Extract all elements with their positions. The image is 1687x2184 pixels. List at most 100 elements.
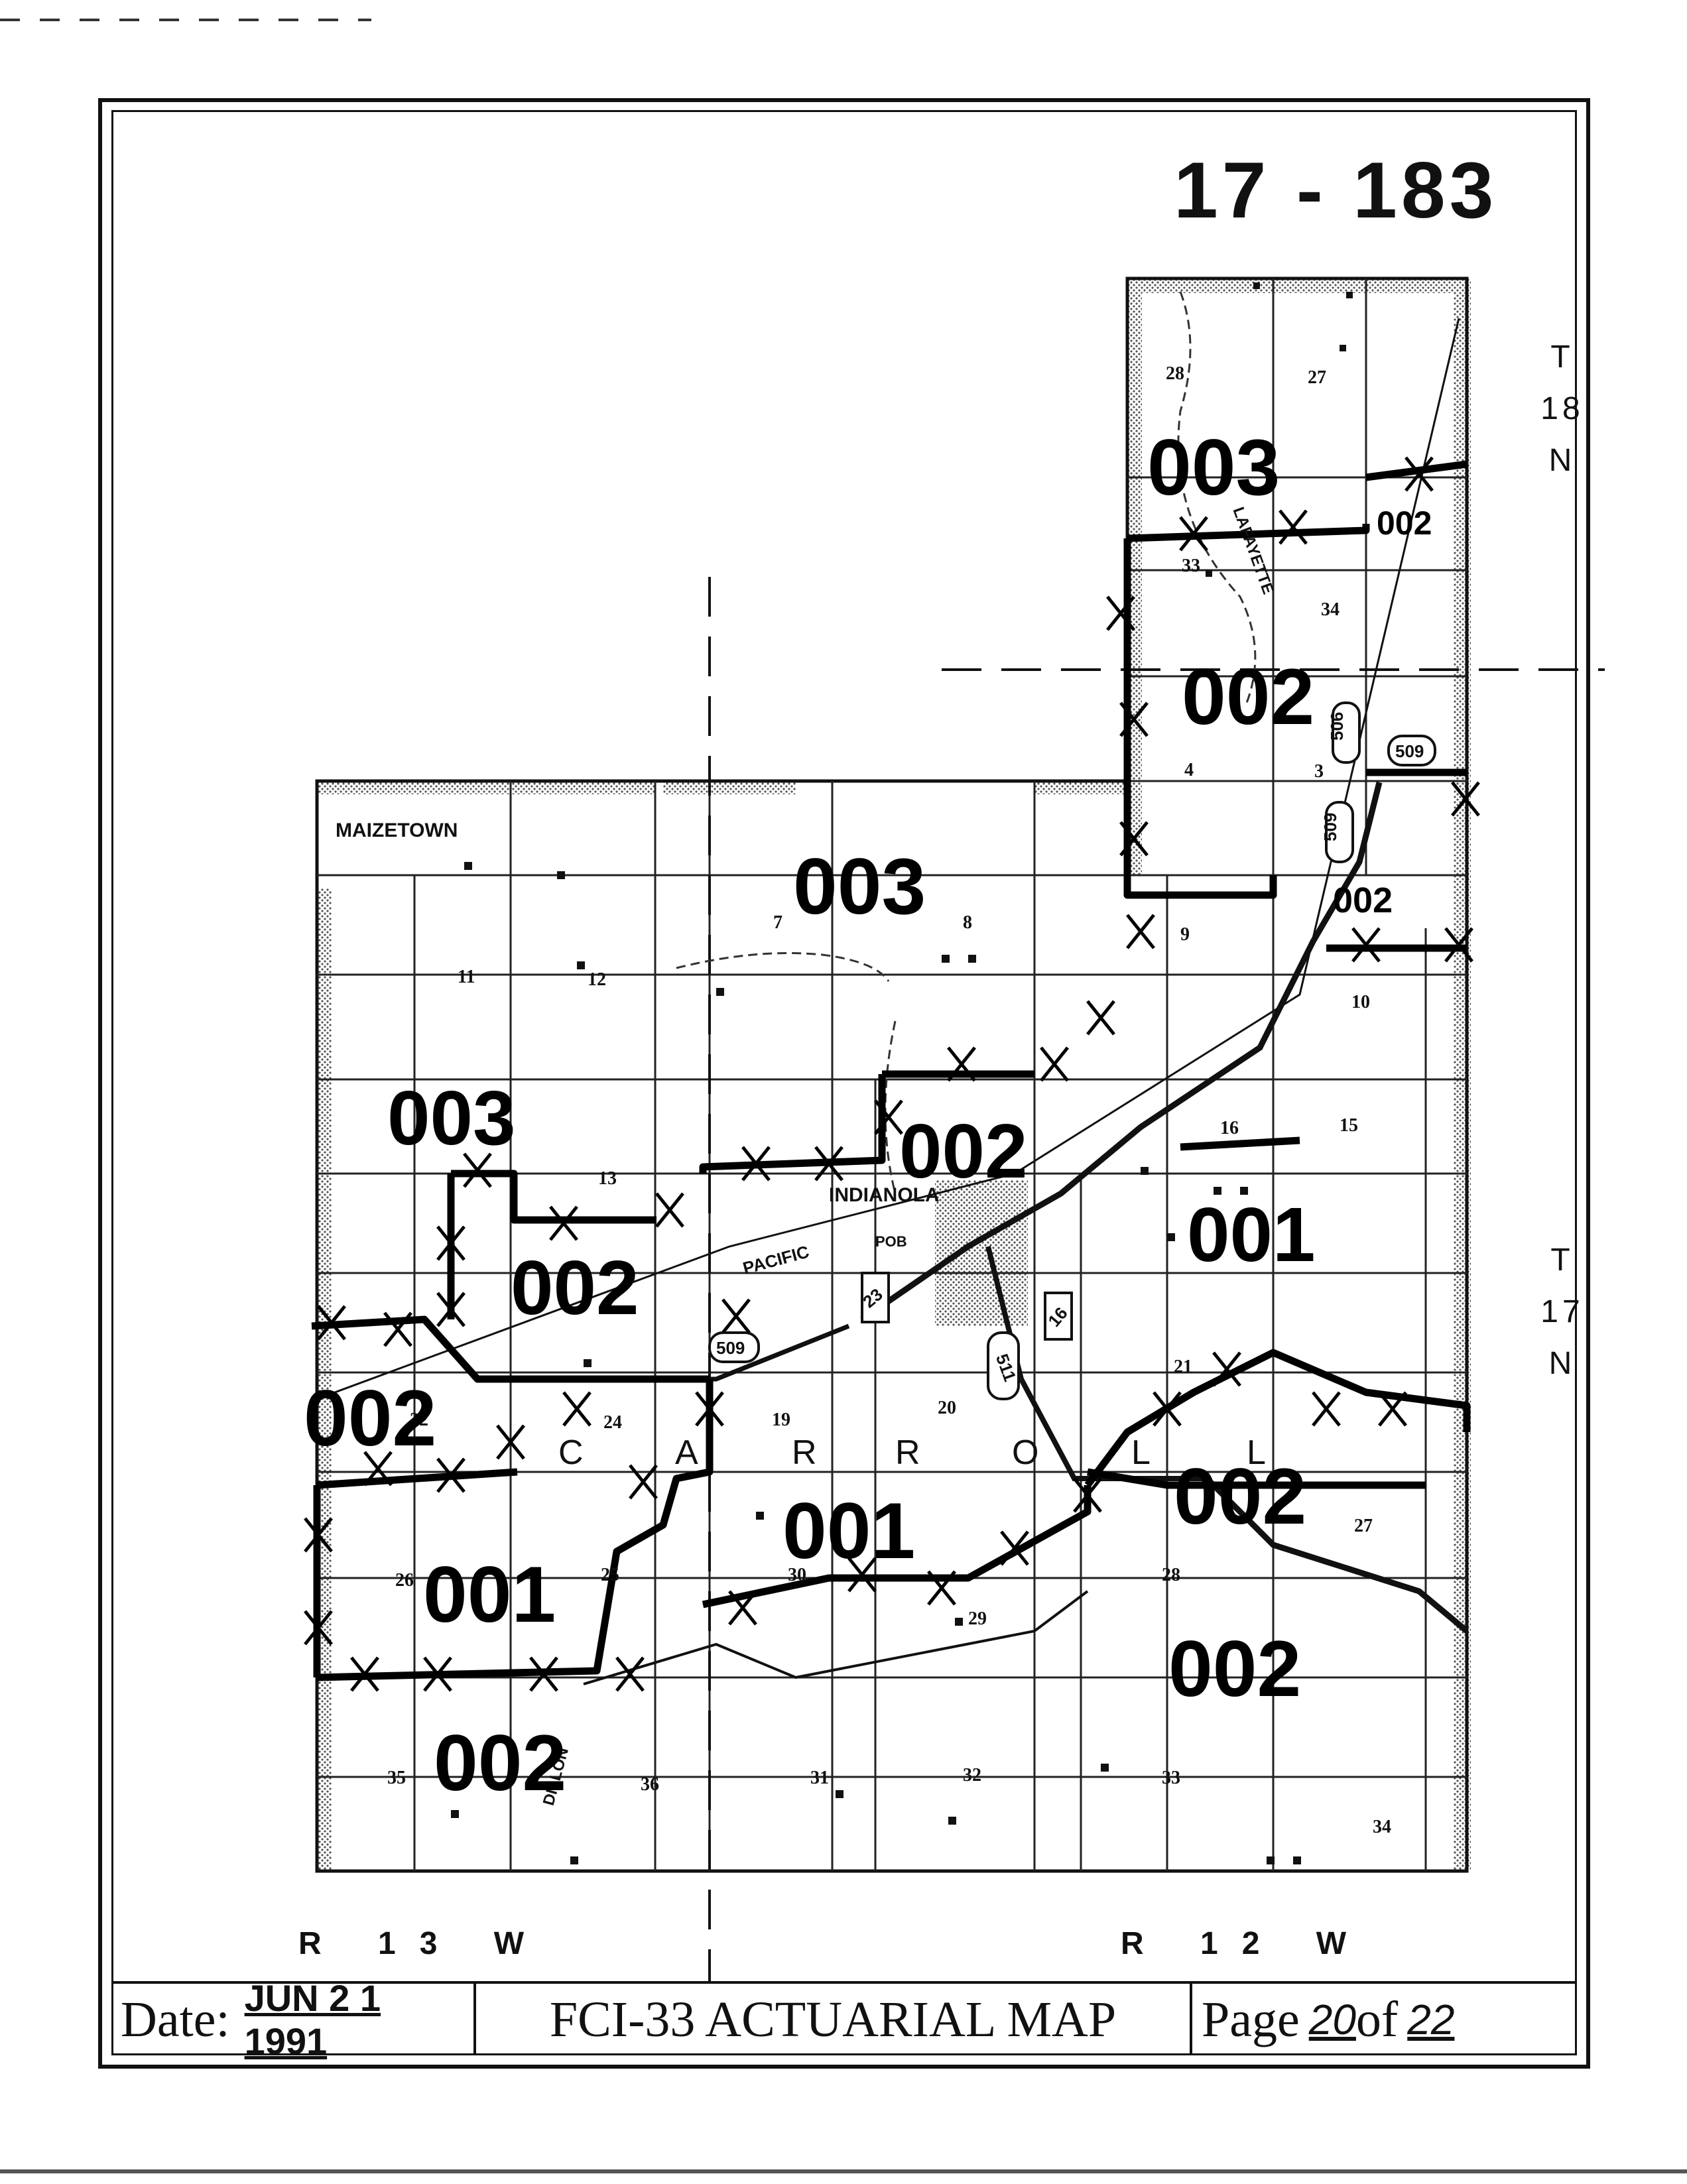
zone-code-002-sw: 002 [434,1719,566,1807]
route-shield-509-north [1325,801,1354,863]
section-11: 11 [458,967,475,987]
section-30: 30 [788,1565,806,1585]
route-label-509-north: 509 [1320,813,1340,841]
township-south-t: T [1550,1243,1574,1278]
section-15: 15 [1340,1115,1358,1136]
zone-code-002-se-lower: 002 [1168,1624,1301,1713]
place-pob: POB [875,1233,907,1250]
section-28-south: 28 [1162,1565,1180,1585]
zone-code-003-north: 003 [793,842,926,931]
section-31: 31 [810,1768,829,1788]
section-9: 9 [1180,924,1190,945]
section-25: 25 [601,1565,619,1585]
map-id: 17 - 183 [1174,146,1498,235]
footer-page-cell: Page 20 of 22 [1192,1984,1577,2055]
page-number: 20 [1308,1996,1356,2043]
map-frame-outer [98,98,1590,2069]
route-label-509-east: 509 [1395,741,1424,761]
map-title: FCI-33 ACTUARIAL MAP [549,1991,1117,2047]
zone-code-002-indianola: 002 [899,1108,1028,1194]
range-township-dividers [708,577,1605,1982]
page-label: Page [1202,1991,1300,2047]
route-shields [708,701,1436,1400]
township-north-n: N [1548,443,1576,478]
township-south-number: 17 [1540,1294,1584,1329]
route-shield-509-south [708,1331,760,1363]
route-shield-23 [861,1272,890,1323]
route-label-509-south: 509 [716,1338,745,1358]
place-maizetown: MAIZETOWN [336,819,458,841]
section-7: 7 [773,912,782,933]
boundary-x-marks [304,456,1480,1692]
section-34-south: 34 [1373,1817,1391,1837]
zone-code-001-south: 001 [782,1486,915,1575]
date-value: JUN 2 1 1991 [244,1977,381,2062]
county-letter-1: C [558,1433,584,1472]
footer-date-cell: Date: JUN 2 1 1991 [111,1977,476,2062]
zone-code-002-ne-small: 002 [1377,505,1432,542]
range-east-label: R 12 W [1121,1926,1371,1961]
section-27-north: 27 [1308,367,1326,388]
section-32: 32 [963,1765,981,1786]
section-33-north: 33 [1182,556,1200,576]
page-total: 22 [1407,1996,1455,2043]
section-27-south: 27 [1354,1516,1373,1536]
map-footer: Date: JUN 2 1 1991 FCI-33 ACTUARIAL MAP … [111,1977,1577,2062]
section-20: 20 [938,1398,956,1418]
section-35: 35 [387,1768,406,1788]
section-22: 22 [410,1410,428,1430]
range-west-label: R 13 W [298,1926,548,1961]
township-north-number: 18 [1540,391,1584,426]
section-3: 3 [1314,761,1324,782]
date-label: Date: [121,1991,230,2047]
section-4: 4 [1184,760,1194,780]
place-lafayette: LAFAYETTE [1229,505,1277,597]
map-frame-inner [111,110,1577,2055]
zone-code-002-west: 002 [304,1374,436,1463]
section-34-north: 34 [1321,599,1340,620]
county-letter-5: O [1012,1433,1038,1472]
township-north-t: T [1550,339,1574,375]
section-28-north: 28 [1166,363,1184,384]
dwelling-markers [451,282,1353,1864]
route-shield-509-east [1387,735,1436,766]
county-letter-6: L [1131,1433,1151,1472]
scan-edge-bottom [0,2169,1687,2173]
zone-code-002-se-upper: 002 [1174,1452,1306,1541]
section-24: 24 [603,1412,622,1433]
section-19: 19 [772,1410,790,1430]
section-36: 36 [641,1774,659,1795]
zone-code-002-east-small: 002 [1333,880,1393,920]
section-10: 10 [1351,992,1370,1012]
place-indianola: INDIANOLA [829,1184,940,1206]
county-letter-4: R [895,1433,920,1472]
county-letter-7: L [1247,1433,1266,1472]
township-north-label: T 18 N [1536,332,1589,487]
zone-code-001-east: 001 [1187,1191,1316,1278]
county-letter-2: A [675,1433,698,1472]
section-16: 16 [1220,1118,1239,1138]
zone-code-001-sw: 001 [423,1550,556,1639]
route-label-506: 506 [1327,712,1347,741]
zone-code-003-west: 003 [387,1075,516,1161]
section-33-south: 33 [1162,1768,1180,1788]
section-26: 26 [395,1570,414,1591]
section-8: 8 [963,912,972,933]
county-letter-3: R [792,1433,817,1472]
route-shield-16 [1044,1292,1073,1341]
page-of: of [1355,1991,1399,2047]
township-south-n: N [1548,1346,1576,1381]
zone-code-002-central: 002 [511,1244,639,1331]
section-29: 29 [968,1608,987,1629]
township-south-label: T 17 N [1536,1235,1589,1390]
scan-edge-top [0,19,371,21]
section-12: 12 [588,969,606,990]
route-shield-506 [1332,701,1361,764]
zone-code-002-ne: 002 [1182,652,1314,741]
route-shield-511 [987,1331,1020,1400]
zone-code-003-ne: 003 [1147,423,1280,512]
zone-boundaries [311,460,1471,1681]
footer-title-cell: FCI-33 ACTUARIAL MAP [476,1984,1192,2055]
section-21: 21 [1174,1357,1192,1377]
